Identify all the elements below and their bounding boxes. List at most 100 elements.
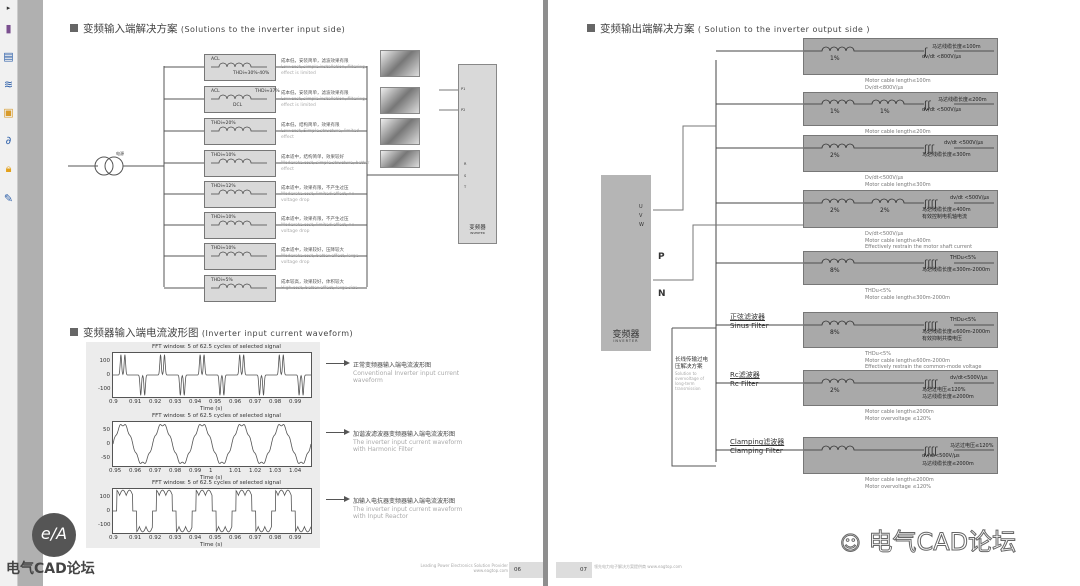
reactor-coil-icon — [211, 126, 267, 132]
box-spec-text: 马达线缆长度≤300m — [922, 152, 971, 158]
inductor-percent: 8% — [830, 267, 840, 274]
x-tick-label: 0.91 — [129, 399, 142, 405]
box-spec-text: dv/dt <500V/μs — [922, 107, 962, 113]
signature-icon[interactable]: ✎ — [3, 192, 14, 205]
watermark: ☺ 电气CAD论坛 — [840, 528, 1017, 557]
box-label: THDi≈30%-40% — [233, 71, 270, 76]
x-tick-label: 1.02 — [249, 468, 262, 474]
inductor-percent: 1% — [830, 108, 840, 115]
box-spec-text: THDu<5% — [950, 317, 976, 323]
x-tick-label: 0.95 — [209, 399, 222, 405]
box-spec-text: 有效抑制共模电压 — [922, 336, 963, 342]
y-tick-label: -100 — [98, 386, 111, 392]
footer-text: 领先电力电子解决方案提供商 www.eagtop.com — [594, 564, 682, 569]
waveform-title: 变频器输入端电流波形图 (Inverter input current wave… — [70, 325, 353, 340]
page-number: 07 — [556, 562, 592, 578]
box-spec-text: 马达线缆长度≤100m — [932, 44, 981, 50]
reactor-coil-icon — [211, 251, 267, 257]
x-tick-label: 0.93 — [169, 399, 182, 405]
arrow-icon — [326, 496, 350, 502]
waveform-plot — [112, 488, 312, 534]
wechat-icon: ☺ — [840, 531, 862, 556]
x-axis-label: Time (s) — [200, 475, 223, 481]
input-solution-box: THDi≈12% — [204, 181, 276, 208]
filter-circuit-icon: 2%2%ʃʃʃʃ — [804, 198, 994, 214]
navigation-pane[interactable] — [18, 0, 43, 586]
input-solution-box: THDi≈5% — [204, 275, 276, 302]
x-tick-label: 1.03 — [269, 468, 282, 474]
box-label: THDi≈37% — [255, 89, 280, 94]
filter-circuit-icon: 1%ʃ — [804, 46, 994, 62]
cable-symbol: ʃʃʃʃ — [923, 199, 938, 210]
transformer-label: 电源 — [116, 151, 124, 156]
side-toolbar: ▸ ▮ ▤ ≋ ▣ ∂ 🔒︎ ✎ — [0, 0, 18, 586]
pdf-page-06: 变频输入端解决方案 (Solutions to the inverter inp… — [43, 0, 543, 586]
x-tick-label: 0.98 — [269, 399, 282, 405]
input-diagram-wiring — [68, 66, 458, 289]
bookmark-icon[interactable]: ▮ — [5, 22, 12, 35]
pages-icon[interactable]: ▤ — [3, 50, 14, 63]
filter-circuit-icon: 8%ʃʃʃʃ — [804, 320, 994, 336]
x-tick-label: 0.99 — [289, 535, 302, 541]
waveform-plot — [112, 352, 312, 398]
attachments-icon[interactable]: ∂ — [5, 134, 12, 147]
x-tick-label: 0.97 — [249, 399, 262, 405]
box-spec-text: 马达线缆长度≤2000m — [922, 461, 974, 467]
inductor-percent: 1% — [830, 55, 840, 62]
box-label: THDi≈20% — [211, 121, 236, 126]
x-tick-label: 0.92 — [149, 399, 162, 405]
layers-icon[interactable]: ≋ — [3, 78, 14, 91]
comments-icon[interactable]: ▣ — [3, 106, 14, 119]
cable-symbol: ʃʃ — [923, 100, 931, 111]
lock-icon[interactable]: 🔒︎ — [5, 162, 12, 175]
filter-circuit-icon: 8% ʃʃʃʃ — [804, 258, 994, 274]
reactor-coil-icon — [211, 220, 267, 226]
expand-arrow-icon[interactable]: ▸ — [6, 4, 11, 12]
p-terminal: P — [658, 252, 665, 262]
arrow-icon — [326, 429, 350, 435]
filter-circuit-icon: 2%ʃʃʃʃ — [804, 378, 994, 394]
box-spec-text: 马达线缆长度≤600m-2000m — [922, 329, 991, 335]
box-label: THDi≈10% — [211, 246, 236, 251]
inductor-percent: 2% — [830, 152, 840, 159]
box-spec-text: dv/dt<500V/μs — [950, 375, 988, 381]
y-tick-label: 50 — [103, 427, 110, 433]
box-label: THDi≈10% — [211, 215, 236, 220]
pdf-page-07: 变频输出端解决方案 ( Solution to the inverter out… — [548, 0, 1080, 586]
input-side-title: 变频输入端解决方案 (Solutions to the inverter inp… — [70, 21, 345, 36]
x-tick-label: 0.92 — [149, 535, 162, 541]
box-label: THDi≈5% — [211, 278, 233, 283]
footer-text: Leading Power Electronics Solution Provi… — [420, 563, 508, 573]
cable-symbol: ʃʃʃ — [923, 144, 935, 155]
inductor-percent: 2% — [880, 207, 890, 214]
x-tick-label: 0.96 — [229, 535, 242, 541]
page-gutter — [543, 0, 548, 586]
waveform-line — [113, 489, 312, 533]
plot-title: FFT window: 5 of 62.5 cycles of selected… — [152, 413, 281, 419]
cable-symbol: ʃʃʃʃ — [923, 259, 938, 270]
x-tick-label: 1.04 — [289, 468, 302, 474]
x-tick-label: 0.95 — [209, 535, 222, 541]
y-tick-label: 100 — [99, 358, 111, 364]
cable-symbol: ʃʃʃʃ — [923, 446, 938, 457]
reactor-coil-icon — [211, 62, 267, 68]
